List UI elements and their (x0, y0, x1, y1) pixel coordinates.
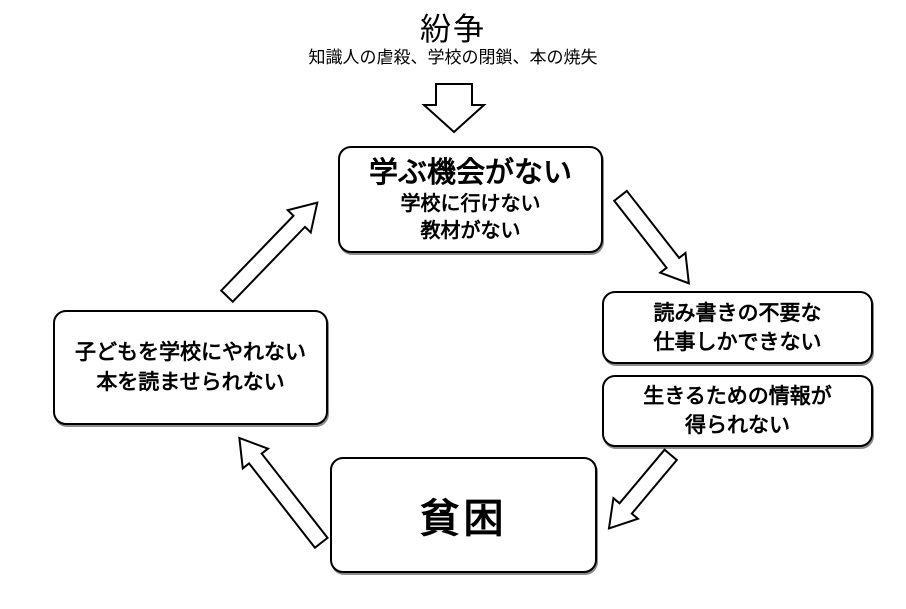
node-line: 仕事しかできない (653, 330, 822, 354)
node-poverty: 貧困 (330, 457, 597, 573)
arrow-poverty-to-children (238, 436, 329, 550)
arrow-info-to-poverty (607, 448, 679, 530)
node-title: 学ぶ機会がない (368, 156, 572, 189)
node-line: 読み書きの不要な (653, 301, 822, 325)
node-no-learning-opportunity: 学ぶ機会がない 学校に行けない 教材がない (338, 146, 603, 253)
arrow-conflict-to-learn (421, 83, 487, 134)
conflict-title: 紛争 (420, 12, 486, 47)
node-line: 本を読ませられない (96, 370, 285, 394)
node-children-cannot-school: 子どもを学校にやれない 本を読ませられない (53, 310, 328, 425)
node-limited-jobs: 読み書きの不要な 仕事しかできない (602, 291, 873, 364)
node-line: 学校に行けない (400, 192, 541, 215)
node-line: 教材がない (420, 219, 521, 242)
arrow-children-to-learn (219, 201, 319, 304)
node-line: 子どもを学校にやれない (75, 340, 306, 364)
node-title: 貧困 (419, 497, 508, 541)
arrow-learn-to-work (612, 189, 691, 285)
node-no-survival-information: 生きるための情報が 得られない (602, 375, 873, 447)
node-line: 生きるための情報が (643, 385, 832, 408)
conflict-description: 知識人の虐殺、学校の閉鎖、本の焼失 (308, 48, 598, 67)
node-line: 得られない (685, 414, 790, 437)
